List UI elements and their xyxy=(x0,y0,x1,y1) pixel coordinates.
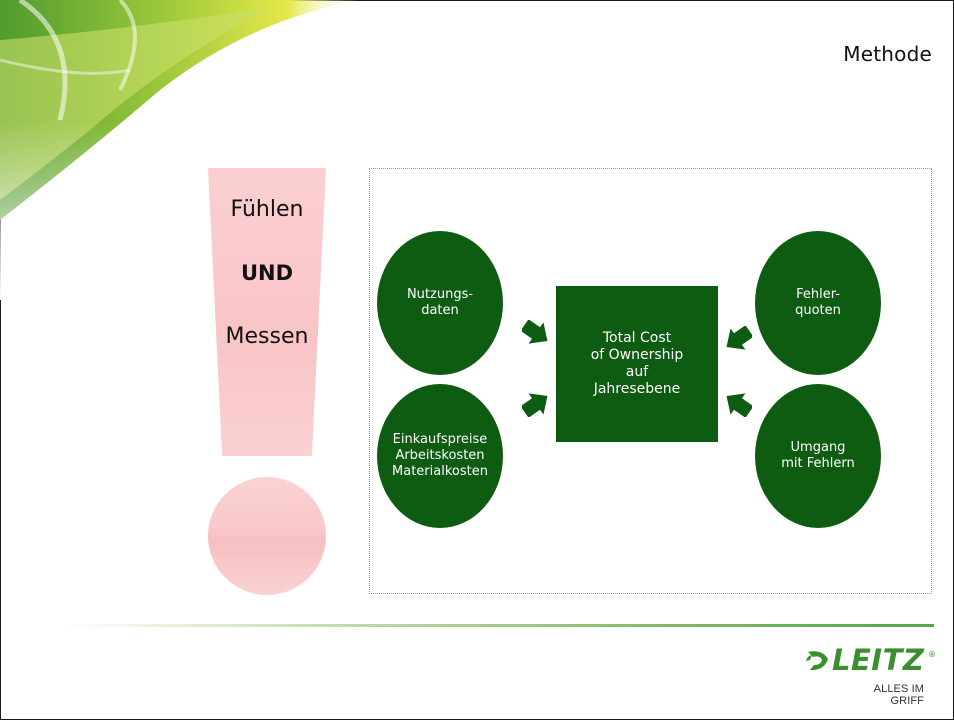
logo-tagline: ALLES IM GRIFF xyxy=(873,683,924,707)
word-und: UND xyxy=(240,261,294,285)
circle-nutzungsdaten: Nutzungs- daten xyxy=(377,231,503,375)
circle-fehlerquoten: Fehler- quoten xyxy=(755,231,881,375)
arrow-right-icon xyxy=(522,320,548,344)
arrow-left-icon xyxy=(726,393,752,417)
exclamation-bar xyxy=(208,168,326,456)
exclamation-dot xyxy=(208,477,326,595)
word-messen: Messen xyxy=(225,324,309,349)
registered-mark: ® xyxy=(928,650,936,659)
footer-divider xyxy=(60,624,934,627)
leitz-logo-icon xyxy=(806,651,828,671)
arrow-right-icon xyxy=(522,393,548,417)
center-total-cost-box: Total Cost of Ownership auf Jahresebene xyxy=(556,286,718,442)
word-fuehlen: Fühlen xyxy=(230,197,304,222)
arrow-left-icon xyxy=(726,326,752,350)
circle-umgang-fehlern: Umgang mit Fehlern xyxy=(755,384,881,528)
diagram-frame xyxy=(369,168,932,594)
leitz-logo-text: LEITZ xyxy=(832,643,925,677)
slide-title: Methode xyxy=(843,42,932,66)
decorative-swoosh xyxy=(0,0,380,300)
circle-kosten: Einkaufspreise Arbeitskosten Materialkos… xyxy=(377,384,503,528)
